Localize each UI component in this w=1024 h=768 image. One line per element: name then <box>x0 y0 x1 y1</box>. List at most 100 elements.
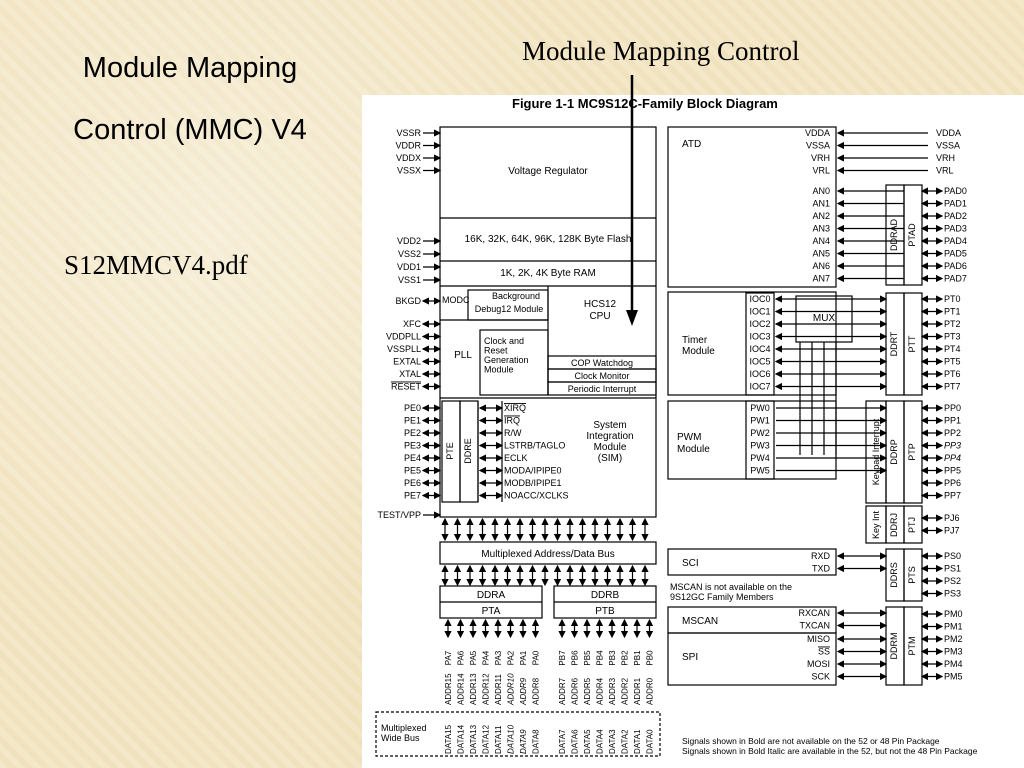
pin-label-vssr: VSSR <box>396 128 421 138</box>
pin-label-pt1: PT1 <box>944 307 961 317</box>
sci-block <box>667 548 837 576</box>
pin-label-pt4: PT4 <box>944 344 961 354</box>
pta-label: PTA <box>482 606 501 617</box>
pin-label-pb6: PB6 <box>571 650 580 666</box>
keypad-label: Keypad Interrupt <box>871 418 881 485</box>
pin-label-reset: RESET <box>391 382 422 392</box>
pin-label-pp7: PP7 <box>944 491 961 501</box>
slide-title-line2: Control (MMC) V4 <box>73 114 307 146</box>
spi-signal-1: SS <box>818 647 830 657</box>
sim-signal-5: MODA/IPIPE0 <box>504 466 562 476</box>
pin-label-pb3: PB3 <box>608 650 617 666</box>
ioc-label-7: IOC7 <box>749 382 770 392</box>
mscan-signal-1: TXCAN <box>799 621 830 631</box>
wide-bus-label-0: Multiplexed <box>381 723 427 733</box>
doc-reference: S12MMCV4.pdf <box>64 250 248 280</box>
addr-label-addr12: ADDR12 <box>482 673 491 705</box>
pin-label-pe0: PE0 <box>404 403 421 413</box>
addr-label-addr11: ADDR11 <box>494 673 503 705</box>
sim-signal-0: XIRQ <box>504 403 526 413</box>
data-label-data11: DATA11 <box>494 725 503 754</box>
pin-label-pt7: PT7 <box>944 382 961 392</box>
sim-signal-1: IRQ <box>504 416 520 426</box>
wide-bus-label-1: Wide Bus <box>381 733 420 743</box>
modc-label: MODC <box>442 295 470 305</box>
pin-label-pad3: PAD3 <box>944 224 967 234</box>
pin-label-pp1: PP1 <box>944 416 961 426</box>
pin-label-vddr: VDDR <box>395 141 421 151</box>
mux-label: MUX <box>813 313 836 324</box>
data-label-data8: DATA8 <box>532 729 541 754</box>
ioc-label-4: IOC4 <box>749 344 770 354</box>
data-label-data1: DATA1 <box>633 729 642 754</box>
spi-signal-2: MOSI <box>807 659 830 669</box>
data-label-data9: DATA9 <box>519 729 528 754</box>
flash-label: 16K, 32K, 64K, 96K, 128K Byte Flash <box>465 234 632 245</box>
atd-ref-1: VSSA <box>806 141 830 151</box>
sim-signal-2: R/W <box>504 428 522 438</box>
ddrm-label: DDRM <box>889 633 899 660</box>
pin-label-vddpll: VDDPLL <box>386 332 421 342</box>
pin-label-pe3: PE3 <box>404 441 421 451</box>
pin-label-pa5: PA5 <box>469 650 478 665</box>
sim-label-2: Module <box>594 442 627 453</box>
pwm-label-1: PWM <box>677 432 701 443</box>
sim-signal-7: NOACC/XCLKS <box>504 491 569 501</box>
ioc-label-6: IOC6 <box>749 369 770 379</box>
pin-label-pad2: PAD2 <box>944 211 967 221</box>
crg-label-2: Generation <box>484 355 529 365</box>
pin-label-pa2: PA2 <box>507 650 516 665</box>
pin-label-vdd1: VDD1 <box>397 262 421 272</box>
pin-label-vddx: VDDX <box>396 153 421 163</box>
ioc-column <box>745 292 775 396</box>
atd-block <box>667 126 837 288</box>
ioc-label-3: IOC3 <box>749 332 770 342</box>
pw-label-3: PW3 <box>750 441 770 451</box>
pin-label-pt2: PT2 <box>944 319 961 329</box>
pin-label-pb1: PB1 <box>633 650 642 666</box>
pin-label-pa4: PA4 <box>482 650 491 665</box>
pin-label-pe4: PE4 <box>404 453 421 463</box>
atd-ref-2: VRH <box>811 153 830 163</box>
pin-label-pt3: PT3 <box>944 332 961 342</box>
pin-label-pe6: PE6 <box>404 478 421 488</box>
pin-label-vrh: VRH <box>936 153 955 163</box>
an-label-3: AN3 <box>812 224 830 234</box>
mscan-label: MSCAN <box>682 616 718 627</box>
figure-panel <box>362 95 1024 768</box>
pin-label-vss2: VSS2 <box>398 249 421 259</box>
pin-label-pp2: PP2 <box>944 428 961 438</box>
pit-label: Periodic Interrupt <box>568 384 637 394</box>
pw-label-5: PW5 <box>750 466 770 476</box>
timer-label-2: Module <box>682 346 715 357</box>
spi-block <box>667 632 837 686</box>
pin-label-pp5: PP5 <box>944 466 961 476</box>
pin-label-ps2: PS2 <box>944 576 961 586</box>
pin-label-pb4: PB4 <box>596 650 605 666</box>
addr-label-addr2: ADDR2 <box>621 677 630 705</box>
pit-block <box>547 381 657 396</box>
pin-label-pm4: PM4 <box>944 659 963 669</box>
an-label-7: AN7 <box>812 274 830 284</box>
atd-label: ATD <box>682 139 701 150</box>
addr-label-addr3: ADDR3 <box>608 677 617 705</box>
addr-label-addr15: ADDR15 <box>444 673 453 705</box>
data-label-data13: DATA13 <box>469 724 478 754</box>
pin-label-pb0: PB0 <box>646 650 655 666</box>
addr-label-addr9: ADDR9 <box>519 677 528 706</box>
atd-ref-0: VDDA <box>805 128 830 138</box>
addr-label-addr8: ADDR8 <box>532 677 541 705</box>
atd-ref-3: VRL <box>812 166 830 176</box>
callout-label: Module Mapping Control <box>522 36 800 66</box>
mscan-note-0: MSCAN is not available on the <box>670 582 792 592</box>
pin-label-pt5: PT5 <box>944 357 961 367</box>
ptad-block <box>903 184 923 286</box>
pin-label-vsspll: VSSPLL <box>387 344 421 354</box>
figure-title: Figure 1-1 MC9S12C-Family Block Diagram <box>512 96 778 111</box>
sim-signal-4: ECLK <box>504 453 528 463</box>
ptm-label: PTM <box>907 637 917 656</box>
callout-arrowhead <box>626 310 638 326</box>
footnote-line-2: Signals shown in Bold Italic are availab… <box>682 746 978 756</box>
cpu-label-2: CPU <box>589 311 610 322</box>
ddrp-label: DDRP <box>889 439 899 465</box>
